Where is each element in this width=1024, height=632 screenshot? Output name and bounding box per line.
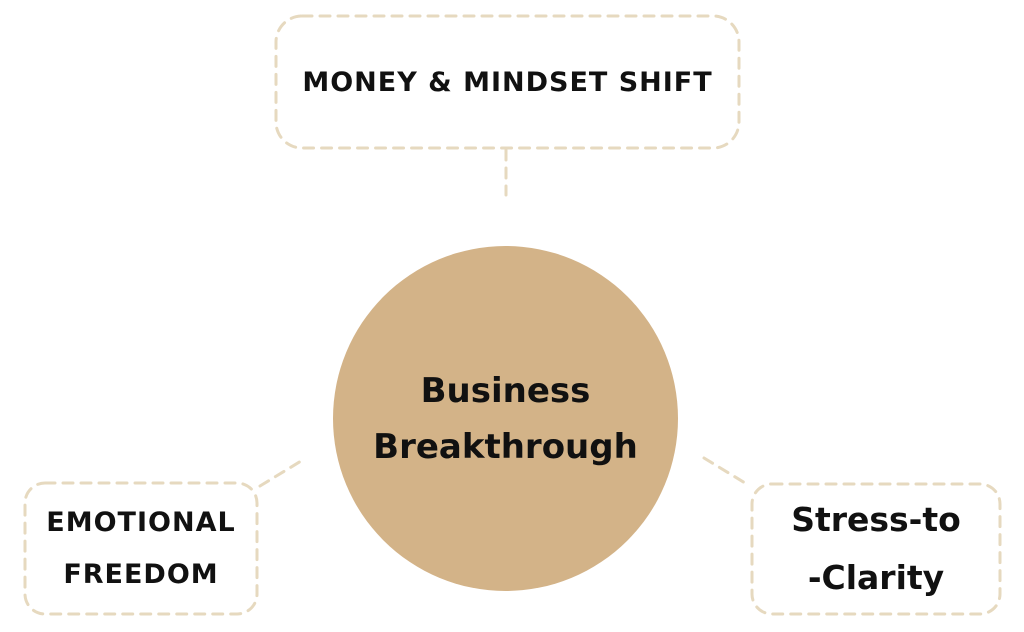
node-label-line2: FREEDOM bbox=[63, 558, 219, 590]
center-circle: Business Breakthrough bbox=[333, 246, 678, 591]
left-node-border bbox=[23, 481, 259, 616]
node-stress-to-clarity: Stress-to -Clarity bbox=[752, 484, 1000, 614]
node-label-line1: EMOTIONAL bbox=[46, 506, 236, 538]
connector-left bbox=[258, 456, 308, 488]
node-label: MONEY & MINDSET SHIFT bbox=[302, 66, 713, 98]
center-label-line2: Breakthrough bbox=[373, 426, 638, 467]
node-emotional-freedom: EMOTIONAL FREEDOM bbox=[25, 483, 257, 614]
node-label-line1: Stress-to bbox=[791, 500, 961, 539]
connector-right bbox=[702, 456, 752, 488]
node-money-mindset: MONEY & MINDSET SHIFT bbox=[276, 16, 739, 148]
node-label-line2: -Clarity bbox=[807, 558, 945, 597]
center-label-line1: Business bbox=[420, 370, 591, 411]
top-node-border bbox=[274, 14, 741, 150]
